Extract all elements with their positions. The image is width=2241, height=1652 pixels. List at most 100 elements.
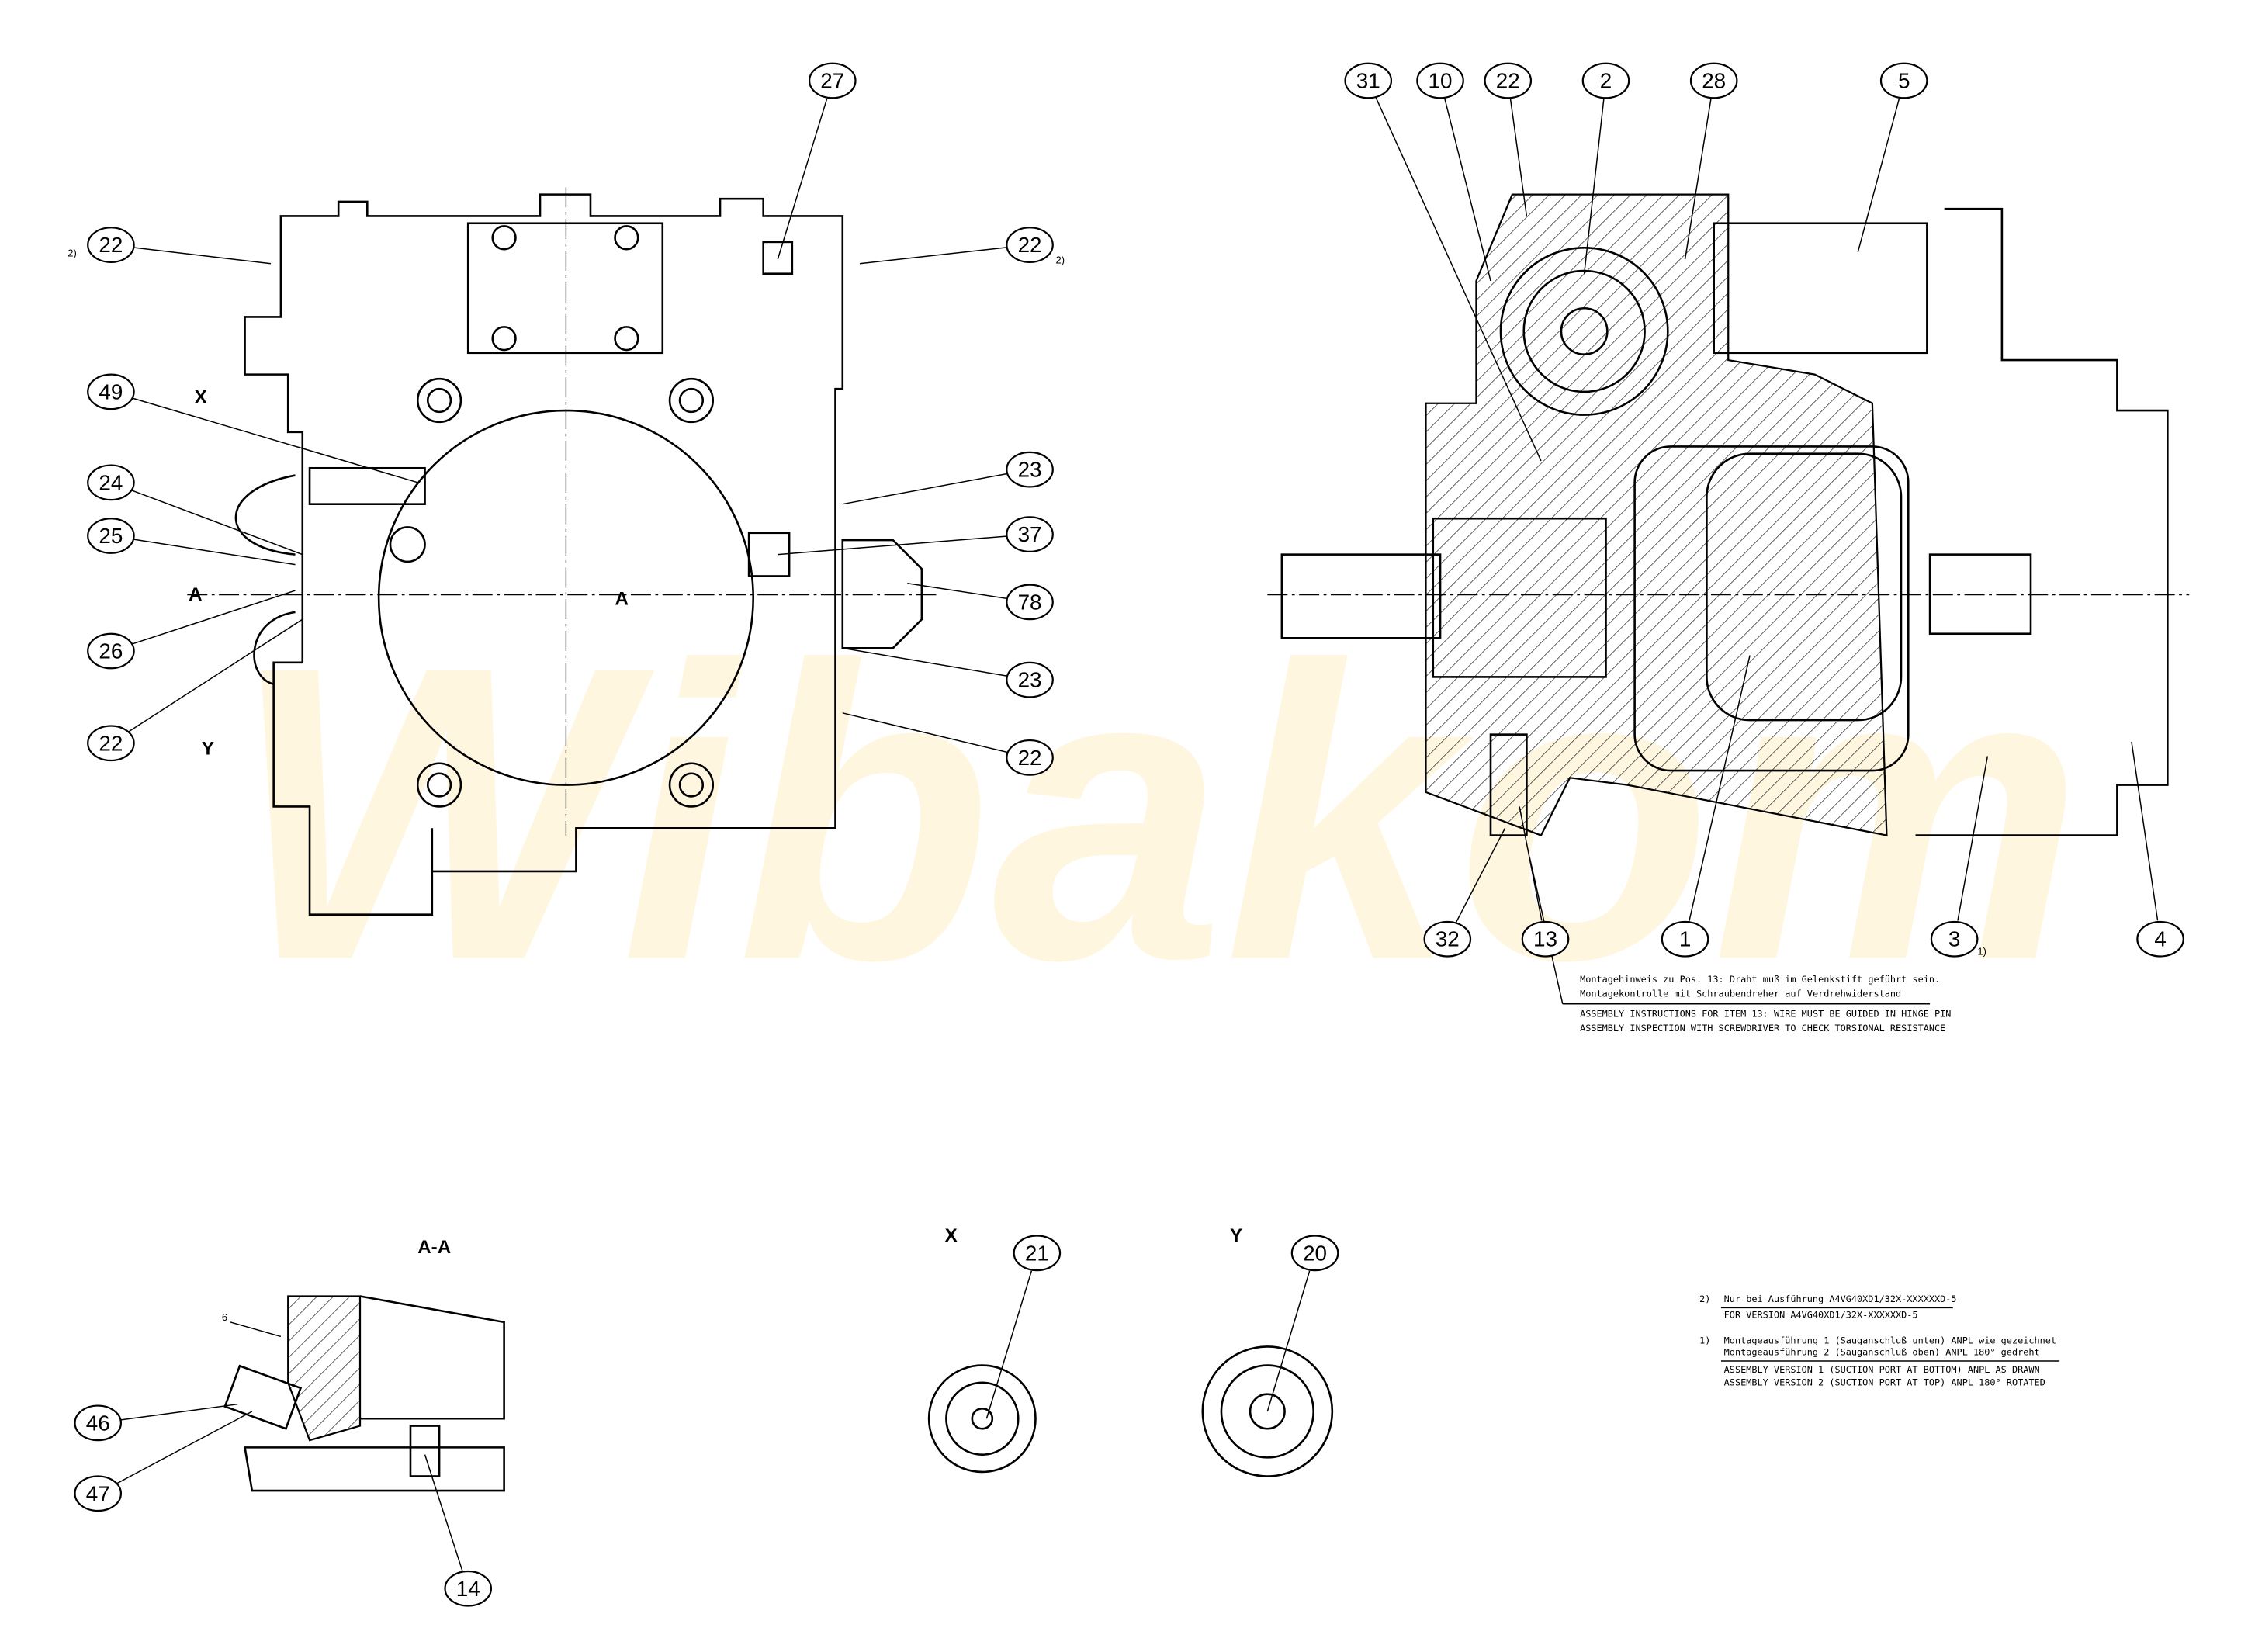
footnote-mark: 1): [1977, 946, 1986, 958]
leader-line: [985, 1270, 1033, 1419]
leader-line: [1857, 99, 1900, 253]
dimension-label: 6: [222, 1311, 227, 1323]
leader-line: [842, 472, 1012, 505]
balloon-circle: [87, 518, 135, 554]
balloon-circle: [1006, 516, 1054, 553]
leader-line: [1375, 97, 1542, 462]
balloon-circle: [1661, 920, 1709, 958]
svg-text:FOR VERSION A4VG40XD1/32X-XXXX: FOR VERSION A4VG40XD1/32X-XXXXXXD-5: [1724, 1309, 1918, 1320]
footnote-mark: 2): [1055, 255, 1065, 266]
balloon-32: 32: [1423, 827, 1506, 958]
balloon-label: 28: [1702, 68, 1726, 92]
section-title: A-A: [417, 1237, 451, 1258]
leader-line: [777, 98, 828, 260]
svg-text:ASSEMBLY INSTRUCTIONS FOR ITEM: ASSEMBLY INSTRUCTIONS FOR ITEM 13: WIRE …: [1580, 1008, 1951, 1019]
footnote-mark: 2): [68, 247, 77, 258]
svg-text:Montagekontrolle mit Schrauben: Montagekontrolle mit Schraubendreher auf…: [1580, 988, 1901, 999]
balloon-label: 25: [99, 524, 123, 548]
balloon-label: 1: [1679, 927, 1691, 951]
port-y-label: Y: [202, 739, 214, 760]
leader-line: [1957, 756, 1989, 921]
section-a-a: A-A 6: [222, 1237, 505, 1492]
balloon-circle: [1416, 62, 1464, 99]
balloon-label: 27: [820, 68, 844, 92]
balloon-circle: [1423, 920, 1472, 958]
leader-line: [114, 1411, 253, 1486]
leader-line: [129, 246, 272, 265]
balloon-49: 49: [87, 373, 418, 483]
balloon-circle: [1006, 661, 1054, 698]
balloon-22: 22: [842, 712, 1054, 776]
balloon-circle: [2136, 920, 2184, 958]
leader-line: [1519, 806, 1543, 921]
detail-y: Y: [1201, 1225, 1334, 1477]
balloon-label: 78: [1018, 590, 1042, 614]
balloon-circle: [1879, 62, 1928, 99]
balloon-31: 31: [1344, 62, 1542, 462]
balloon-circle: [87, 464, 135, 501]
balloon-circle: [87, 725, 135, 762]
leader-line: [129, 538, 296, 566]
assembly-note: Montagehinweis zu Pos. 13: Draht muß im …: [1529, 857, 1951, 1034]
balloon-circle: [1290, 1235, 1339, 1272]
balloon-label: 22: [99, 233, 123, 257]
leader-line: [1444, 99, 1491, 282]
balloon-label: 3: [1948, 927, 1960, 951]
balloon-13: 13: [1519, 806, 1570, 958]
detail-x: X: [927, 1225, 1037, 1474]
svg-text:ASSEMBLY VERSION 1 (SUCTION PO: ASSEMBLY VERSION 1 (SUCTION PORT AT BOTT…: [1724, 1364, 2040, 1375]
leader-line: [1684, 99, 1712, 260]
balloon-label: 2: [1600, 68, 1612, 92]
balloon-24: 24: [87, 464, 303, 556]
balloon-label: 26: [99, 639, 123, 663]
svg-text:Montageausführung 1 (Saugansch: Montageausführung 1 (Sauganschluß unten)…: [1724, 1335, 2056, 1346]
section-a-label: A: [615, 589, 629, 610]
leader-line: [1583, 99, 1605, 274]
balloon-22: 22: [859, 227, 1054, 265]
leader-line: [2131, 741, 2159, 921]
balloon-26: 26: [87, 590, 296, 670]
footnotes: 2) Nur bei Ausführung A4VG40XD1/32X-XXXX…: [1699, 1294, 2060, 1388]
leader-line: [1509, 99, 1528, 216]
balloon-circle: [1006, 451, 1054, 488]
balloon-22: 22: [87, 227, 272, 265]
balloon-2: 2: [1581, 62, 1630, 274]
balloon-circle: [1689, 62, 1738, 99]
leader-line: [1266, 1270, 1311, 1412]
svg-text:Montagehinweis zu Pos. 13: Dra: Montagehinweis zu Pos. 13: Draht muß im …: [1580, 974, 1940, 985]
leader-line: [1455, 827, 1506, 923]
balloon-23: 23: [842, 647, 1054, 698]
balloon-circle: [87, 227, 135, 263]
balloon-circle: [1013, 1235, 1062, 1272]
balloon-20: 20: [1266, 1235, 1339, 1412]
section-a-label: A: [189, 584, 202, 605]
balloon-circle: [1930, 920, 1979, 958]
balloon-1: 1: [1661, 655, 1751, 958]
balloon-27: 27: [777, 62, 857, 260]
balloon-circle: [444, 1570, 493, 1607]
svg-text:2): 2): [1699, 1294, 1710, 1304]
balloon-22: 22: [1484, 62, 1533, 216]
balloon-label: 23: [1018, 458, 1042, 482]
balloon-circle: [1484, 62, 1533, 99]
balloon-22: 22: [87, 618, 303, 762]
balloon-47: 47: [74, 1411, 253, 1512]
balloon-37: 37: [778, 516, 1054, 556]
balloon-label: 37: [1018, 522, 1042, 546]
balloon-label: 23: [1018, 668, 1042, 692]
svg-text:Y: Y: [1230, 1225, 1242, 1246]
balloon-5: 5: [1857, 62, 1928, 253]
leader-line: [1689, 655, 1751, 921]
leader-line: [842, 647, 1012, 677]
leader-line: [128, 397, 418, 483]
balloon-circle: [1006, 584, 1054, 621]
leader-line: [116, 1403, 238, 1422]
balloon-circle: [74, 1475, 123, 1512]
balloon-label: 22: [99, 731, 123, 755]
balloon-label: 24: [99, 470, 123, 494]
svg-text:Nur bei Ausführung A4VG40XD1/3: Nur bei Ausführung A4VG40XD1/32X-XXXXXXD…: [1724, 1294, 1957, 1304]
balloon-10: 10: [1416, 62, 1491, 282]
balloon-label: 5: [1898, 68, 1910, 92]
balloon-label: 22: [1496, 68, 1520, 92]
